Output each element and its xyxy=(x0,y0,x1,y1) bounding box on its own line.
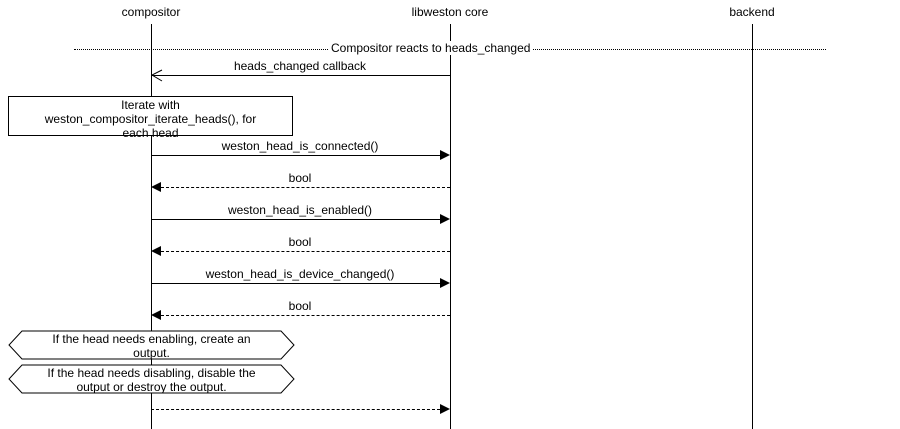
note-line: If the head needs disabling, disable the xyxy=(47,366,256,380)
message-line-bool-connected xyxy=(161,187,450,188)
message-label-head-is-connected: weston_head_is_connected() xyxy=(221,139,379,153)
message-line-final-return xyxy=(151,409,440,410)
divider-label: Compositor reacts to heads_changed xyxy=(329,41,533,55)
arrowhead-right-icon xyxy=(440,404,450,414)
note-line: weston_compositor_iterate_heads(), for xyxy=(44,112,257,126)
note-line: each head xyxy=(122,126,179,140)
lifeline-backend xyxy=(752,24,753,429)
message-line-head-is-enabled xyxy=(151,219,440,220)
participant-label-backend: backend xyxy=(729,5,775,19)
message-line-heads-changed-callback xyxy=(151,75,450,76)
message-line-bool-device-changed xyxy=(161,315,450,316)
participant-label-compositor: compositor xyxy=(121,5,181,19)
arrowhead-left-icon xyxy=(151,310,161,320)
message-label-head-is-device-changed: weston_head_is_device_changed() xyxy=(205,267,395,281)
lifeline-compositor xyxy=(151,24,152,429)
participant-label-libweston-core: libweston core xyxy=(411,5,489,19)
lifeline-libweston-core xyxy=(450,24,451,429)
message-line-head-is-connected xyxy=(151,155,440,156)
note-head-needs-disabling: If the head needs disabling, disable the… xyxy=(8,364,295,394)
note-iterate-heads: Iterate with weston_compositor_iterate_h… xyxy=(8,96,293,140)
arrowhead-left-icon xyxy=(151,182,161,192)
arrowhead-right-icon xyxy=(440,150,450,160)
note-line: output. xyxy=(133,346,170,360)
note-line: Iterate with xyxy=(121,98,180,112)
message-label-head-is-enabled: weston_head_is_enabled() xyxy=(227,203,373,217)
message-label-bool-connected: bool xyxy=(288,171,312,185)
arrowhead-open-left-icon xyxy=(150,69,163,82)
message-label-bool-device-changed: bool xyxy=(288,299,312,313)
arrowhead-right-icon xyxy=(440,278,450,288)
note-line: output or destroy the output. xyxy=(76,380,227,394)
arrowhead-left-icon xyxy=(151,246,161,256)
message-label-heads-changed-callback: heads_changed callback xyxy=(233,59,367,73)
note-line: If the head needs enabling, create an xyxy=(52,332,251,346)
message-line-head-is-device-changed xyxy=(151,283,440,284)
arrowhead-right-icon xyxy=(440,214,450,224)
message-label-bool-enabled: bool xyxy=(288,235,312,249)
message-line-bool-enabled xyxy=(161,251,450,252)
note-head-needs-enabling: If the head needs enabling, create an ou… xyxy=(8,330,295,360)
